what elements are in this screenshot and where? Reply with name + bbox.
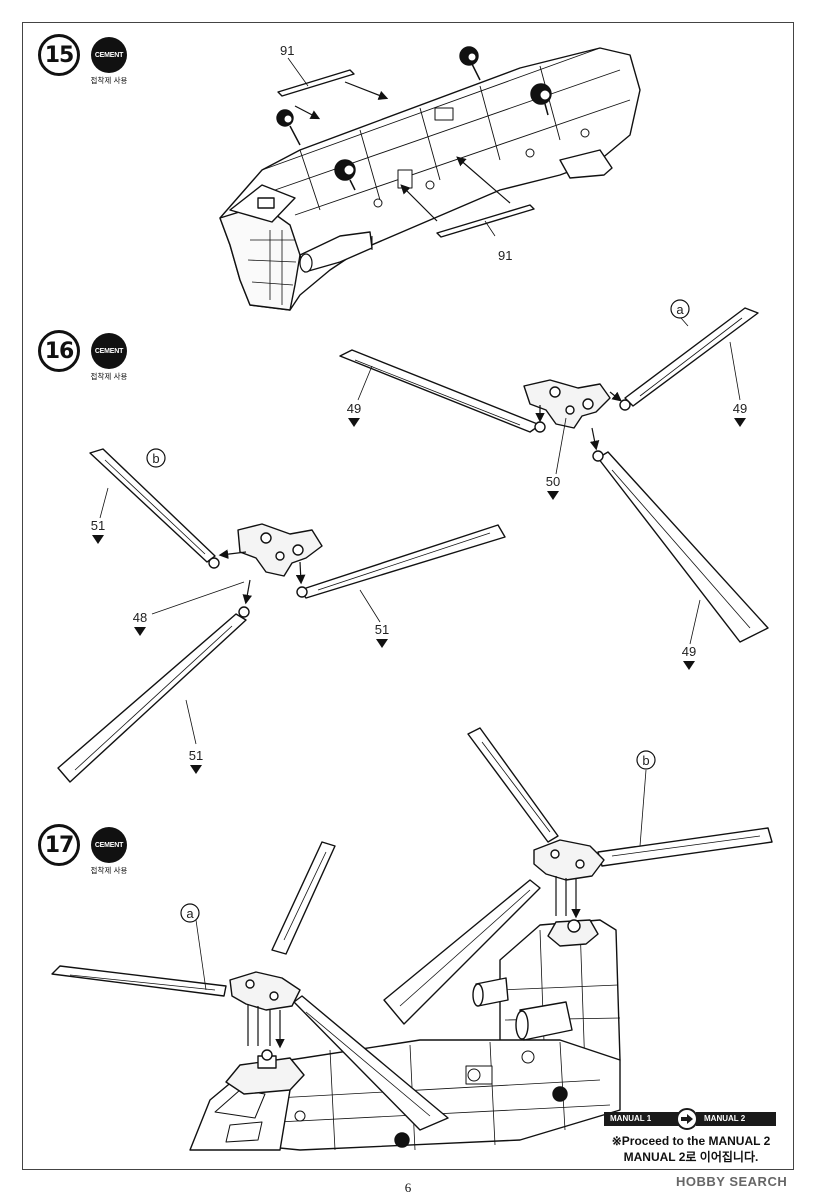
cement-note: 접착제 사용: [90, 76, 128, 85]
part-number-51: 51: [375, 622, 389, 637]
cement-note: 접착제 사용: [90, 866, 128, 875]
manual-nav: MANUAL 1 MANUAL 2: [604, 1108, 776, 1130]
part-marker: [376, 639, 388, 648]
part-number-49: 49: [733, 401, 747, 416]
part-number-91-top: 91: [280, 43, 294, 58]
callout-a: a: [676, 302, 684, 317]
manual-note-en: ※Proceed to the MANUAL 2: [611, 1134, 771, 1148]
step-16-rotor-a: [339, 307, 769, 645]
part-marker: [734, 418, 746, 427]
callout-b-17: b: [642, 753, 649, 768]
part-number-51: 51: [91, 518, 105, 533]
instruction-sheet-frame: [22, 22, 794, 1170]
cement-note: 접착제 사용: [90, 372, 128, 381]
manual-note: ※Proceed to the MANUAL 2 MANUAL 2로 이어집니다…: [596, 1133, 786, 1165]
manual-1-label: MANUAL 1: [604, 1112, 682, 1126]
part-marker: [547, 491, 559, 500]
callout-a-circle: [180, 903, 200, 923]
cement-icon: CEMENT: [91, 37, 127, 73]
callout-b: b: [152, 451, 159, 466]
watermark: HOBBY SEARCH: [676, 1174, 788, 1189]
arrow-right-icon: [676, 1108, 698, 1130]
page-number: 6: [404, 1180, 412, 1195]
callout-b-circle: [636, 750, 656, 770]
part-number-50: 50: [546, 474, 560, 489]
part-marker: [190, 765, 202, 774]
manual-2-label: MANUAL 2: [696, 1112, 776, 1126]
part-number-91-bottom: 91: [498, 248, 512, 263]
step-17-helicopter: [189, 919, 621, 1151]
step-17-front-rotor: [51, 841, 449, 1131]
callout-a-17: a: [186, 906, 194, 921]
step-number: 16: [38, 330, 80, 372]
part-marker: [92, 535, 104, 544]
callout-a-circle: [670, 299, 690, 319]
cement-icon: CEMENT: [91, 827, 127, 863]
part-marker: [348, 418, 360, 427]
step-16-part-labels: 49 49 50 49 51 48 51 51: [91, 401, 747, 774]
part-marker: [683, 661, 695, 670]
part-marker: [134, 627, 146, 636]
step-number: 15: [38, 34, 80, 76]
step-17-rear-rotor: [383, 727, 773, 1025]
step-number: 17: [38, 824, 80, 866]
step-16-rotor-b: [57, 448, 506, 783]
callout-b-circle: [146, 448, 166, 468]
cement-icon: CEMENT: [91, 333, 127, 369]
part-number-48: 48: [133, 610, 147, 625]
part-number-49: 49: [682, 644, 696, 659]
manual-note-kr: MANUAL 2로 이어집니다.: [623, 1150, 759, 1164]
step-15-fuselage: [219, 46, 641, 311]
part-number-51: 51: [189, 748, 203, 763]
part-number-49: 49: [347, 401, 361, 416]
